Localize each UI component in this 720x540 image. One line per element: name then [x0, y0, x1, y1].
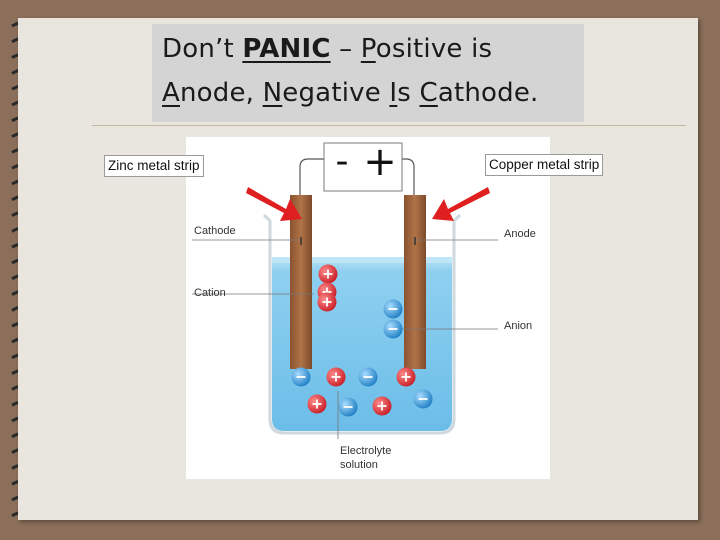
cation-label: Cation	[194, 287, 226, 299]
cation-ion-icon	[396, 367, 416, 387]
electrolyte-label-line1: Electrolyte	[340, 445, 391, 457]
anion-ion-icon	[358, 367, 378, 387]
cathode-label: Cathode	[194, 225, 236, 237]
panic-word: PANIC	[242, 34, 331, 64]
title-text: s	[397, 78, 420, 108]
mnemonic-letter-c: C	[419, 78, 438, 108]
cation-ion-icon	[326, 367, 346, 387]
title-text: node,	[180, 78, 263, 108]
cation-ion-icon	[307, 394, 327, 414]
mnemonic-letter-p: P	[360, 34, 376, 64]
title-text: ositive is	[375, 34, 493, 64]
copper-strip-label: Copper metal strip	[485, 154, 604, 176]
zinc-strip-label: Zinc metal strip	[104, 155, 204, 177]
electrochemical-cell-diagram: - + Cathode Cation Anode Anion Electroly…	[186, 137, 550, 479]
title-text: Don’t	[162, 34, 243, 64]
title-line-1: Don’t PANIC – Positive is	[162, 34, 492, 64]
electrolyte-label-line2: solution	[340, 459, 378, 471]
anion-ion-icon	[383, 319, 403, 339]
red-arrow-icon	[432, 187, 490, 221]
wire-right	[394, 158, 415, 197]
anion-ion-icon	[291, 367, 311, 387]
mnemonic-letter-a: A	[162, 78, 180, 108]
battery-terminal-box	[323, 142, 403, 192]
solution-surface	[272, 257, 452, 263]
anion-ion-icon	[338, 397, 358, 417]
anion-ion-icon	[383, 299, 403, 319]
cation-ion-icon	[317, 292, 337, 312]
positive-terminal: +	[363, 139, 397, 185]
divider-line	[92, 125, 686, 126]
anion-label: Anion	[504, 320, 532, 332]
beaker	[262, 213, 462, 435]
negative-terminal: -	[336, 141, 349, 182]
title-box: Don’t PANIC – Positive is Anode, Negativ…	[152, 24, 584, 122]
title-dash: –	[330, 34, 361, 64]
cation-ion-icon	[372, 396, 392, 416]
title-text: athode.	[437, 78, 539, 108]
cation-ion-icon	[318, 264, 338, 284]
mnemonic-letter-n: N	[262, 78, 283, 108]
wire-left	[299, 158, 330, 197]
title-line-2: Anode, Negative Is Cathode.	[162, 78, 539, 108]
title-text: egative	[282, 78, 390, 108]
cathode-strip	[290, 195, 312, 369]
anode-label: Anode	[504, 228, 536, 240]
mnemonic-letter-i: I	[389, 78, 398, 108]
red-arrow-icon	[246, 187, 302, 221]
anion-ion-icon	[413, 389, 433, 409]
anode-strip	[404, 195, 426, 369]
